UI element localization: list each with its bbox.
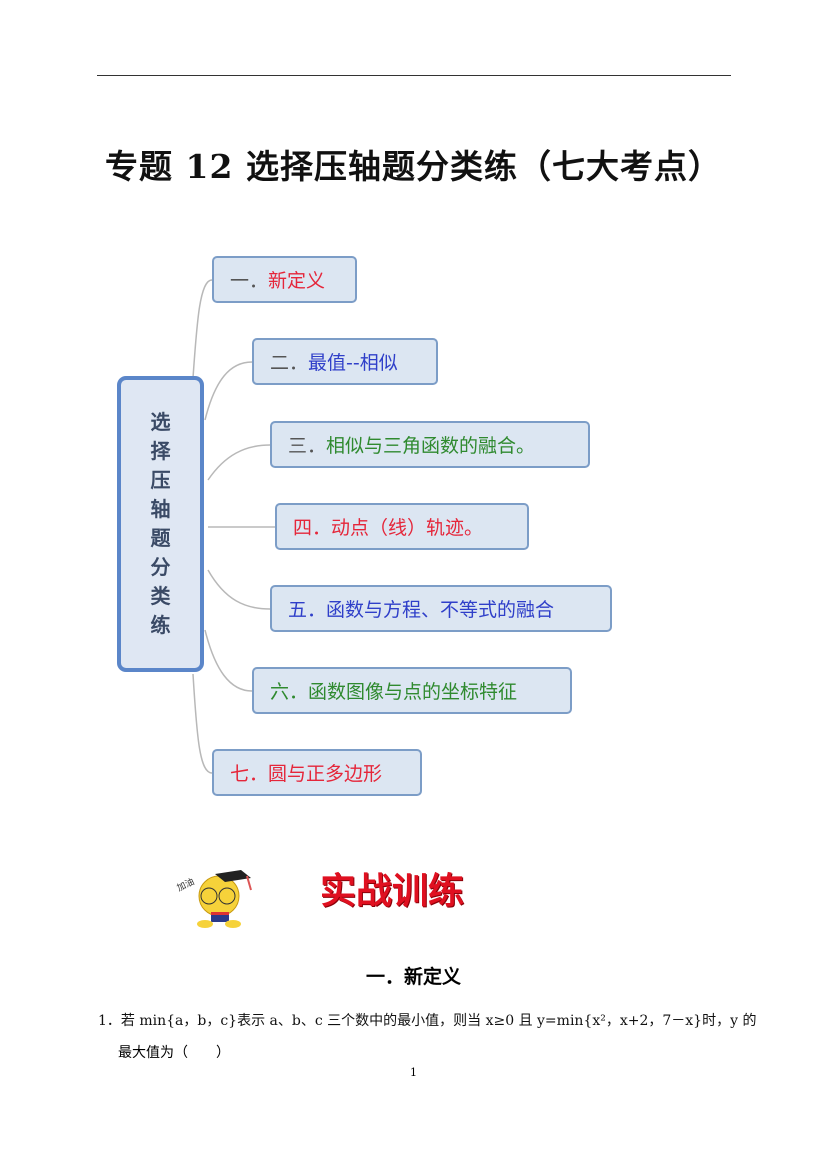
mindmap-connectors	[192, 279, 275, 774]
node-label: 新定义	[268, 270, 326, 292]
center-char: 选	[150, 410, 171, 434]
node-number: 二．	[270, 352, 309, 374]
practice-heading: 实战训练	[320, 870, 465, 912]
node-label: 函数图像与点的坐标特征	[308, 681, 518, 703]
mindmap-center-node: 选 择 压 轴 题 分 类 练	[117, 376, 204, 672]
node-label: 相似与三角函数的融合。	[326, 435, 536, 457]
node-number: 六．	[270, 681, 309, 703]
question-1-line-1: 1．若 min{a，b，c}表示 a、b、c 三个数中的最小值，则当 x≥0 且…	[98, 1013, 757, 1029]
mindmap-node-7: 七．圆与正多边形	[212, 749, 422, 796]
mindmap-node-3: 三．相似与三角函数的融合。	[270, 421, 590, 468]
question-1-line-2: 最大值为（ ）	[118, 1045, 230, 1061]
svg-text:加油: 加油	[175, 875, 196, 893]
center-char: 类	[150, 584, 171, 608]
mindmap-node-2: 二．最值--相似	[252, 338, 438, 385]
center-char: 轴	[150, 497, 171, 521]
node-number: 五．	[288, 599, 327, 621]
center-char: 分	[150, 555, 171, 579]
mindmap-node-5: 五．函数与方程、不等式的融合	[270, 585, 612, 632]
node-number: 七．	[230, 763, 269, 785]
node-number: 三．	[288, 435, 327, 457]
page-number: 1	[410, 1066, 417, 1079]
node-label: 最值--相似	[308, 352, 398, 374]
mindmap-node-6: 六．函数图像与点的坐标特征	[252, 667, 572, 714]
center-char: 练	[150, 613, 171, 637]
node-number: 一．	[230, 270, 269, 292]
node-label: 动点（线）轨迹。	[331, 517, 484, 539]
node-number: 四．	[293, 517, 332, 539]
center-char: 压	[150, 468, 171, 492]
mascot-icon: 加油	[175, 870, 252, 928]
mindmap-node-1: 一．新定义	[212, 256, 357, 303]
center-char: 择	[150, 439, 171, 463]
center-char: 题	[150, 526, 171, 550]
node-label: 函数与方程、不等式的融合	[326, 599, 555, 621]
section-title: 一．新定义	[365, 966, 461, 988]
mindmap-node-4: 四．动点（线）轨迹。	[275, 503, 529, 550]
header-rule	[97, 75, 731, 76]
node-label: 圆与正多边形	[268, 763, 383, 785]
page-title: 专题 12 选择压轴题分类练（七大考点）	[105, 147, 722, 186]
